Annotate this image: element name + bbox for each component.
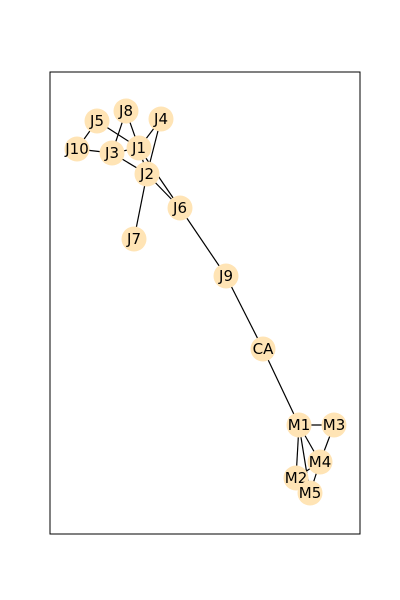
node-circle (148, 106, 174, 132)
node-j9: J9 (213, 263, 239, 289)
node-label: J4 (153, 110, 168, 128)
node-label: J5 (89, 112, 104, 130)
node-label: M4 (309, 453, 332, 471)
node-j6: J6 (167, 195, 193, 221)
node-label: J1 (131, 139, 146, 157)
node-j8: J8 (113, 98, 139, 124)
node-label: J10 (64, 140, 89, 158)
node-j3: J3 (99, 140, 125, 166)
node-label: J7 (126, 230, 141, 248)
node-label: J9 (218, 267, 233, 285)
node-label: M5 (299, 484, 322, 502)
node-label: M1 (288, 416, 311, 434)
node-circle (167, 195, 193, 221)
node-j5: J5 (84, 108, 110, 134)
node-circle (213, 263, 239, 289)
node-j10: J10 (64, 136, 90, 162)
node-label: M2 (285, 469, 308, 487)
node-circle (307, 449, 333, 475)
node-circle (64, 136, 90, 162)
node-m3: M3 (321, 412, 347, 438)
node-circle (297, 480, 323, 506)
edge-ca-m1 (262, 348, 300, 426)
node-j4: J4 (148, 106, 174, 132)
node-circle (321, 412, 347, 438)
node-circle (99, 140, 125, 166)
node-label: J6 (172, 199, 187, 217)
node-m1: M1 (286, 412, 312, 438)
node-circle (250, 336, 276, 362)
node-circle (121, 226, 147, 252)
node-label: M3 (323, 416, 346, 434)
node-label: J2 (139, 165, 154, 183)
node-m5: M5 (297, 480, 323, 506)
edge-j9-ca (225, 275, 264, 350)
node-circle (84, 108, 110, 134)
node-circle (113, 98, 139, 124)
node-m4: M4 (307, 449, 333, 475)
edge-j6-j9 (179, 207, 227, 277)
node-circle (126, 135, 152, 161)
plot-frame (49, 71, 361, 535)
node-j1: J1 (126, 135, 152, 161)
node-circle (286, 412, 312, 438)
node-j7: J7 (121, 226, 147, 252)
node-ca: CA (250, 336, 276, 362)
node-label: J3 (104, 144, 119, 162)
node-label: J8 (118, 102, 133, 120)
node-circle (134, 161, 160, 187)
node-j2: J2 (134, 161, 160, 187)
node-label: CA (253, 340, 274, 358)
